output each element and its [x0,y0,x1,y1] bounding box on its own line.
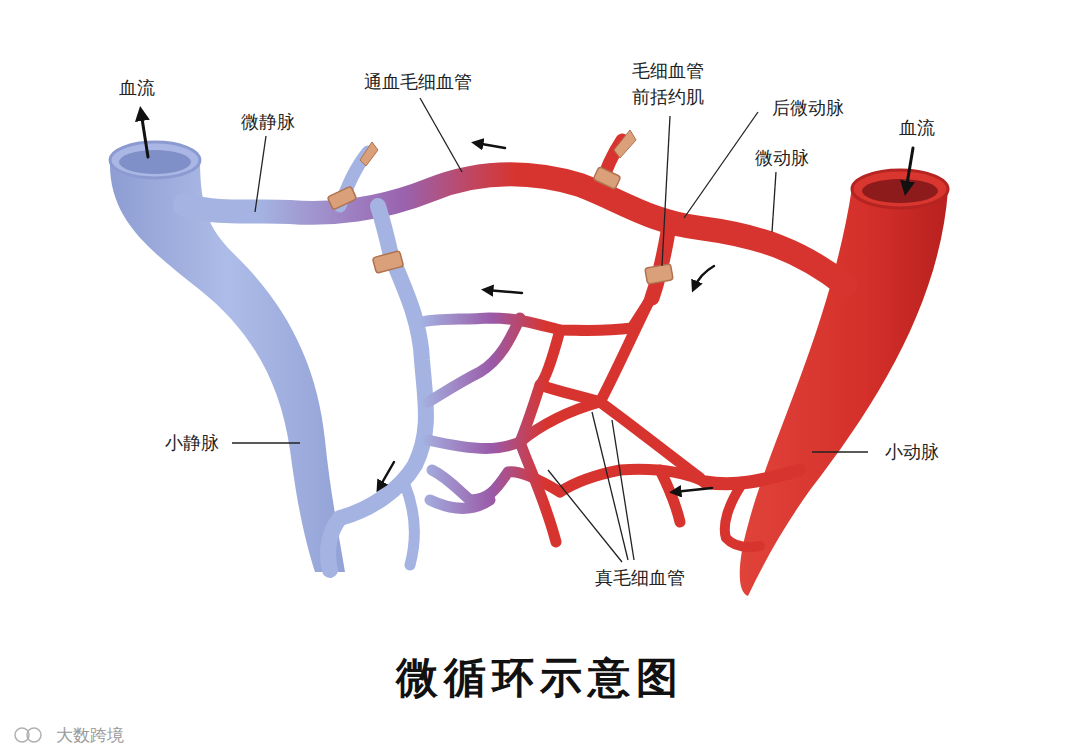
diagram-title: 微循环示意图 [396,650,684,706]
watermark: 大数跨境 [56,723,124,748]
part-label: 微动脉 [755,145,809,171]
part-label: 真毛细血管 [595,565,685,591]
part-label: 微静脉 [241,109,295,135]
part-label: 血流 [119,75,155,101]
part-label: 小静脉 [165,430,219,456]
part-label: 通血毛细血管 [364,69,472,95]
part-label: 血流 [899,115,935,141]
part-label: 后微动脉 [772,95,844,121]
part-label: 小动脉 [885,439,939,465]
part-label: 毛细血管 前括约肌 [627,58,710,110]
